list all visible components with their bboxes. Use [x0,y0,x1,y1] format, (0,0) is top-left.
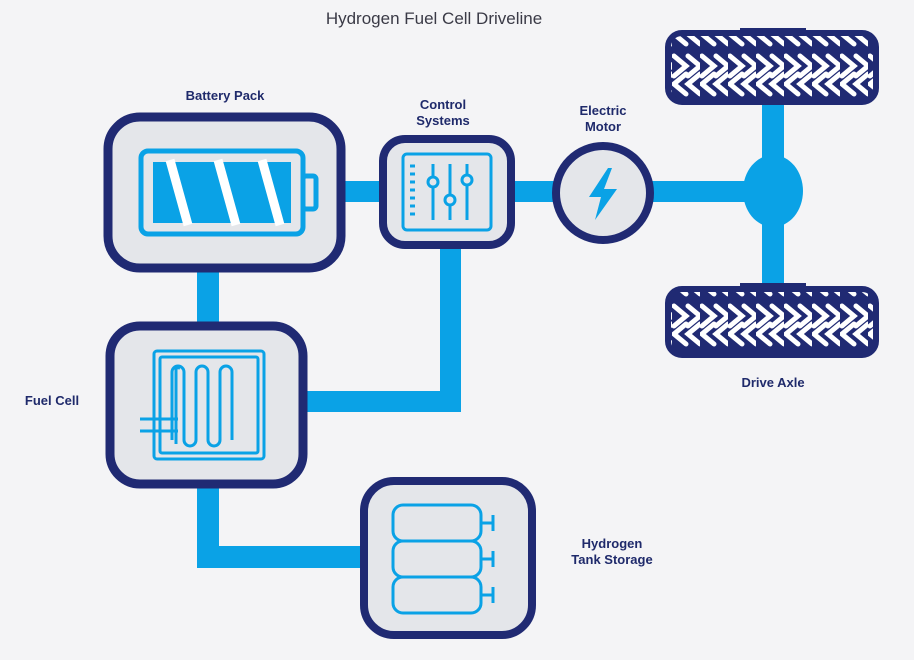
hydrogen-tank-node [360,477,536,639]
label-control-systems: Control Systems [380,97,506,129]
label-control-systems-line2: Systems [416,113,470,128]
label-electric-motor-line1: Electric [579,103,627,118]
label-hydrogen-tank: Hydrogen Tank Storage [552,536,672,568]
radiator-icon [140,349,266,461]
connector-lines [197,95,784,568]
line-to-tank [197,546,372,568]
label-hydrogen-tank-line2: Tank Storage [571,552,653,567]
line-battery-control [335,181,390,202]
label-electric-motor-line2: Motor [584,119,622,134]
line-control-motor [505,181,565,202]
label-electric-motor: Electric Motor [548,103,658,135]
line-fuelcell-control [300,391,461,412]
tire-tread-icon [665,30,879,105]
electric-motor-node [552,142,654,244]
label-hydrogen-tank-line1: Hydrogen [581,536,643,551]
line-battery-fuelcell [197,265,219,335]
tire-tread-icon [665,286,879,358]
sliders-icon [401,152,493,232]
line-control-down [440,240,461,412]
battery-pack-node [103,112,346,273]
drive-axle-node [665,28,879,358]
line-motor-axle [640,181,760,202]
line-fuelcell-down [197,478,219,568]
diagram-title: Hydrogen Fuel Cell Driveline [325,9,543,28]
lightning-icon [589,168,617,220]
control-systems-node [379,135,515,249]
battery-icon [138,148,319,237]
fuel-cell-node [105,321,308,489]
tire-top [665,28,879,105]
gas-cylinders-icon [391,503,495,615]
tire-bottom [665,283,879,358]
label-control-systems-line1: Control [419,97,467,112]
label-fuel-cell: Fuel Cell [24,393,80,408]
label-drive-axle: Drive Axle [741,375,805,390]
label-battery-pack: Battery Pack [185,88,265,103]
